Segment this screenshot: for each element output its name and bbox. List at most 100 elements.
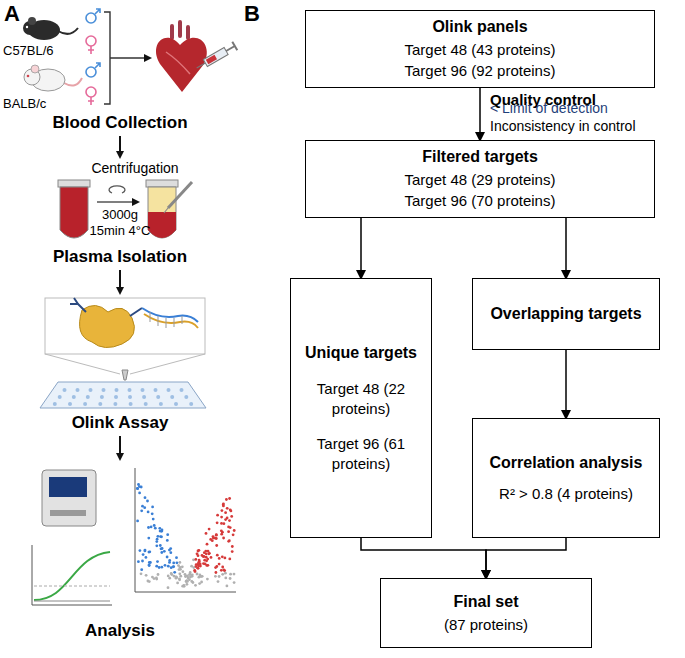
volcano-dot <box>196 567 199 570</box>
volcano-dot <box>223 569 226 572</box>
volcano-dot <box>159 544 162 547</box>
volcano-dot <box>160 551 163 554</box>
volcano-dot <box>230 515 233 518</box>
volcano-dot <box>196 573 199 576</box>
box-text: Target 48 (43 proteins) <box>405 40 556 60</box>
box-text: Target 96 (61 proteins) <box>299 434 423 473</box>
volcano-dot <box>202 555 205 558</box>
process-box: Filtered targetsTarget 48 (29 proteins)T… <box>305 140 655 218</box>
volcano-dot <box>166 533 169 536</box>
plate-well <box>76 388 80 392</box>
volcano-dot <box>206 578 209 581</box>
plate-well <box>83 402 87 406</box>
step-title: Blood Collection <box>20 112 220 133</box>
volcano-dot <box>217 580 220 583</box>
flow-arrow <box>486 538 566 578</box>
volcano-dot <box>189 573 192 576</box>
syringe <box>194 42 237 73</box>
volcano-dot <box>143 506 146 509</box>
box-heading: Final set <box>454 592 519 613</box>
volcano-dot <box>167 586 170 589</box>
volcano-dot <box>218 557 221 560</box>
process-box: Correlation analysisR² > 0.8 (4 proteins… <box>472 418 660 538</box>
volcano-dot <box>232 533 235 536</box>
plate-well <box>86 395 90 399</box>
volcano-dot <box>197 550 200 553</box>
plate-well <box>58 395 62 399</box>
volcano-dot <box>224 577 227 580</box>
volcano-dot <box>172 565 175 568</box>
volcano-dot <box>184 575 187 578</box>
volcano-dot <box>206 543 209 546</box>
plate-well <box>156 395 160 399</box>
volcano-dot <box>222 569 225 572</box>
volcano-dot <box>227 530 230 533</box>
heart <box>156 22 207 92</box>
plate-well <box>167 388 171 392</box>
volcano-dot <box>140 568 143 571</box>
volcano-dot <box>169 551 172 554</box>
volcano-dot <box>148 551 151 554</box>
volcano-dot <box>160 566 163 569</box>
volcano-dot <box>186 579 189 582</box>
volcano-dot <box>147 537 150 540</box>
volcano-dot <box>152 518 155 521</box>
plate-well <box>174 402 178 406</box>
volcano-dot <box>159 535 162 538</box>
volcano-dot <box>185 580 188 583</box>
volcano-dot <box>153 524 156 527</box>
volcano-dot <box>182 570 185 573</box>
volcano-dot <box>224 511 227 514</box>
volcano-dot <box>215 534 218 537</box>
process-box: Final set(87 proteins) <box>380 578 592 648</box>
volcano-dot <box>221 509 224 512</box>
volcano-dot <box>231 550 234 553</box>
volcano-dot <box>214 575 217 578</box>
note-text: Inconsistency in control <box>490 118 636 136</box>
step-arrow <box>119 136 121 157</box>
volcano-dot <box>161 529 164 532</box>
panel-letter: A <box>4 0 20 28</box>
gender-symbols <box>86 9 100 105</box>
volcano-dot <box>216 554 219 557</box>
volcano-dot <box>220 533 223 536</box>
volcano-dot <box>225 498 228 501</box>
note-text: BALB/c <box>3 96 46 112</box>
plate-well <box>170 395 174 399</box>
volcano-dot <box>188 573 191 576</box>
plate-well <box>142 395 146 399</box>
volcano-dot <box>215 544 218 547</box>
volcano-dot <box>156 538 159 541</box>
volcano-dot <box>157 573 160 576</box>
volcano-dot <box>229 573 232 576</box>
volcano-dot <box>229 577 232 580</box>
volcano-dot <box>222 537 225 540</box>
volcano-plot <box>135 468 236 592</box>
flow-arrow <box>565 350 567 418</box>
volcano-dot <box>161 547 164 550</box>
volcano-dot <box>151 576 154 579</box>
volcano-dot <box>224 557 227 560</box>
volcano-dot <box>157 535 160 538</box>
bracket <box>104 12 110 104</box>
qpcr-machine <box>42 470 96 526</box>
volcano-dot <box>151 506 154 509</box>
volcano-dot <box>155 565 158 568</box>
volcano-dot <box>164 564 167 567</box>
plate-well <box>154 388 158 392</box>
volcano-dot <box>194 558 197 561</box>
volcano-dot <box>233 529 236 532</box>
volcano-dot <box>147 526 150 529</box>
volcano-dot <box>215 537 218 540</box>
plate-well <box>159 402 163 406</box>
volcano-dot <box>221 566 224 569</box>
flow-arrow <box>565 218 567 278</box>
step-title: Olink Assay <box>20 412 220 433</box>
volcano-dot <box>144 496 147 499</box>
note-text: Centrifugation <box>75 160 195 178</box>
volcano-dot <box>144 550 147 553</box>
plate-well <box>72 395 76 399</box>
volcano-dot <box>226 585 229 588</box>
volcano-dot <box>206 558 209 561</box>
plate-well <box>189 402 193 406</box>
